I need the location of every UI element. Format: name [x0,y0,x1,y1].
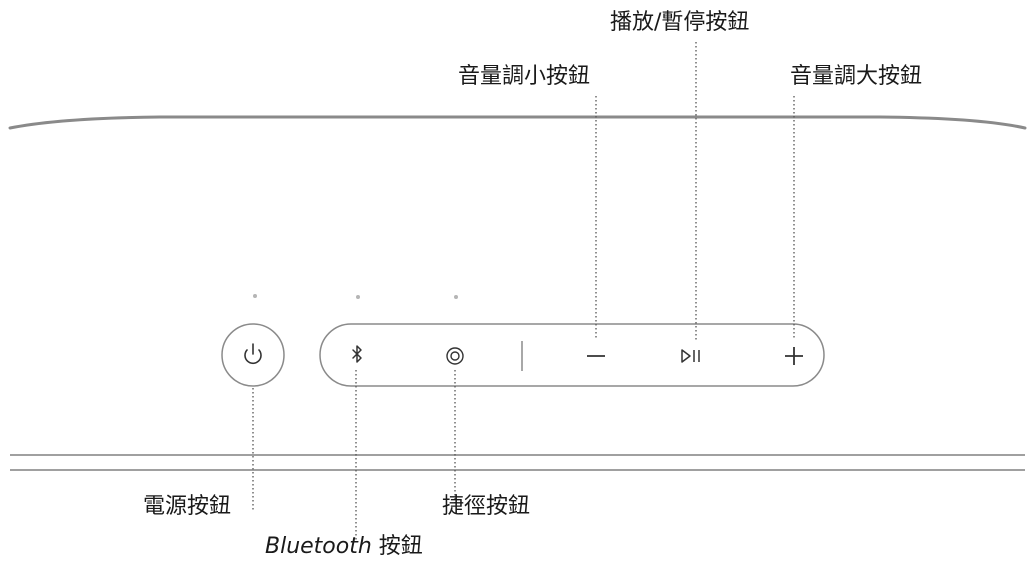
bluetooth-button[interactable] [338,334,374,376]
play-pause-icon [681,349,700,363]
bluetooth-icon [352,345,362,363]
power-indicator-dot [253,294,257,298]
play-pause-button[interactable] [681,349,700,363]
bluetooth-label-word: Bluetooth [265,534,372,559]
shortcut-icon [446,347,464,365]
bluetooth-label-suffix: 按鈕 [371,534,423,559]
shortcut-indicator-dot [454,295,458,299]
power-button[interactable] [221,323,285,387]
shortcut-label: 捷徑按鈕 [442,494,531,519]
shortcut-button[interactable] [446,347,464,365]
bluetooth-indicator-dot [356,295,360,299]
bluetooth-label: Bluetooth 按鈕 [265,536,423,558]
power-label: 電源按鈕 [143,494,232,519]
control-panel [319,323,825,387]
volume-up-label: 音量調大按鈕 [790,64,923,89]
power-icon [244,343,262,365]
volume-up-button[interactable] [785,347,803,365]
play-pause-label: 播放/暫停按鈕 [610,10,750,35]
speaker-top-edge [8,115,1027,130]
volume-down-label: 音量調小按鈕 [458,64,591,89]
plus-icon [785,347,803,365]
